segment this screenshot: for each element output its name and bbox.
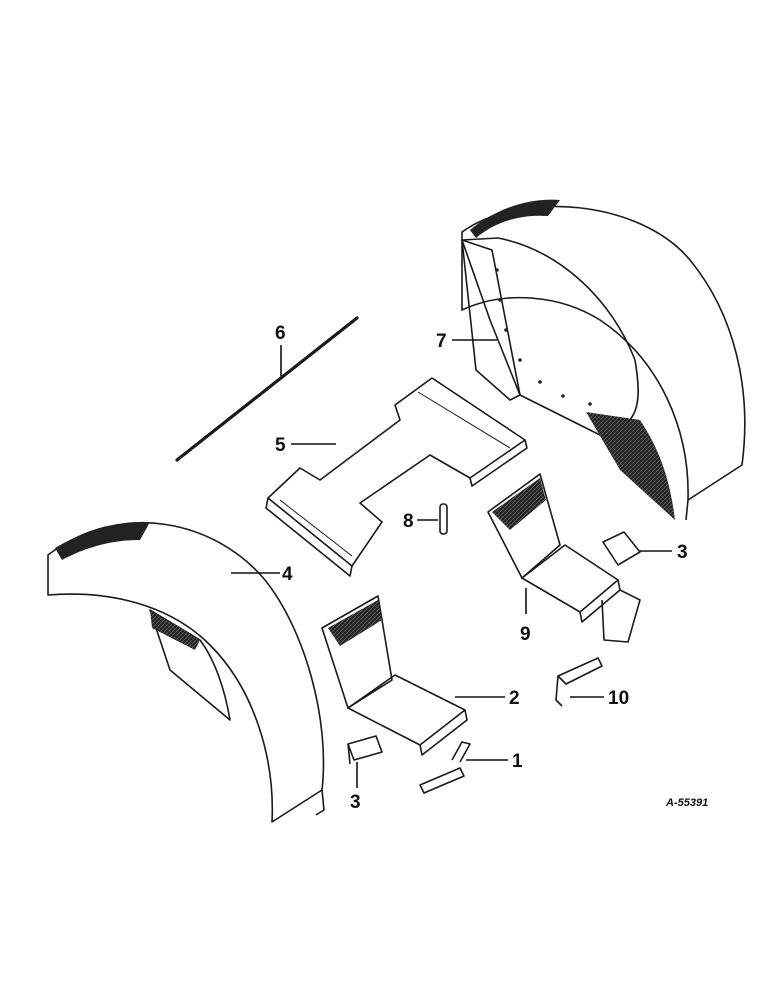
callout-3-upper: 3 xyxy=(677,542,688,563)
leader-lines xyxy=(231,339,672,788)
angle-bracket xyxy=(419,741,471,794)
pin xyxy=(439,503,448,535)
callout-9: 9 xyxy=(520,624,531,645)
bracket-upper xyxy=(602,531,641,566)
rod xyxy=(175,316,359,462)
bracket-lower xyxy=(347,735,383,765)
callout-8: 8 xyxy=(403,511,414,532)
platform xyxy=(265,377,528,577)
callout-3-lower: 3 xyxy=(350,792,361,813)
callout-5: 5 xyxy=(275,435,286,456)
callout-10: 10 xyxy=(608,688,629,709)
right-fender xyxy=(461,199,746,521)
drawing-number: A-55391 xyxy=(665,797,708,809)
left-step xyxy=(321,595,468,756)
callout-6: 6 xyxy=(275,323,286,344)
callout-2: 2 xyxy=(509,688,520,709)
callout-7: 7 xyxy=(436,331,447,352)
callout-4: 4 xyxy=(282,564,293,585)
callout-1: 1 xyxy=(512,751,523,772)
right-step xyxy=(487,473,641,643)
left-fender xyxy=(47,521,325,823)
strap-bracket xyxy=(555,657,603,707)
